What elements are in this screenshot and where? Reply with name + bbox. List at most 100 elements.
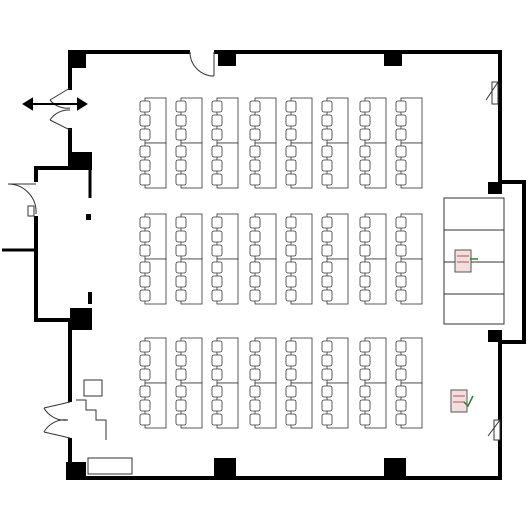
chair	[249, 289, 261, 302]
chair	[395, 413, 407, 426]
pillar	[70, 308, 92, 330]
chair	[211, 128, 223, 141]
pillar	[88, 292, 92, 304]
chair	[139, 173, 151, 186]
chair	[395, 216, 407, 229]
chair	[139, 244, 151, 257]
chair	[395, 145, 407, 158]
chair	[285, 354, 297, 367]
chair	[175, 173, 187, 186]
exit-arrow-icon	[22, 97, 88, 111]
chair	[249, 145, 261, 158]
chair	[175, 114, 187, 127]
chair	[249, 413, 261, 426]
door[interactable]	[7, 182, 38, 217]
chair	[321, 340, 333, 353]
chair	[175, 275, 187, 288]
chair	[175, 340, 187, 353]
doors	[7, 50, 501, 441]
chair	[321, 128, 333, 141]
chair	[359, 230, 371, 243]
chair	[249, 385, 261, 398]
podium	[454, 249, 478, 273]
chair	[395, 340, 407, 353]
chair	[175, 289, 187, 302]
chair	[395, 275, 407, 288]
chair	[359, 275, 371, 288]
chair	[285, 340, 297, 353]
chair	[175, 244, 187, 257]
chair	[359, 354, 371, 367]
chair	[359, 145, 371, 158]
chair	[249, 100, 261, 113]
podium	[450, 389, 474, 413]
pillar	[70, 152, 92, 170]
chair	[139, 216, 151, 229]
chair	[175, 368, 187, 381]
chair	[321, 261, 333, 274]
chair	[139, 230, 151, 243]
door[interactable]	[189, 50, 215, 77]
chair	[211, 145, 223, 158]
chair	[359, 385, 371, 398]
door[interactable]	[43, 400, 71, 440]
pillar	[66, 462, 86, 480]
chair	[211, 354, 223, 367]
chair	[175, 145, 187, 158]
chair	[211, 385, 223, 398]
pillar	[384, 458, 406, 478]
chair	[321, 216, 333, 229]
chair	[359, 100, 371, 113]
chair	[211, 261, 223, 274]
chair	[175, 413, 187, 426]
stairs	[76, 379, 133, 475]
chair	[285, 275, 297, 288]
chair	[395, 261, 407, 274]
chair	[211, 413, 223, 426]
chair	[175, 261, 187, 274]
door[interactable]	[485, 81, 499, 105]
door[interactable]	[49, 87, 71, 131]
chair	[285, 114, 297, 127]
chair	[321, 399, 333, 412]
chair	[359, 368, 371, 381]
chair	[395, 385, 407, 398]
chair	[285, 244, 297, 257]
chair	[395, 244, 407, 257]
door[interactable]	[487, 419, 501, 441]
chair	[285, 230, 297, 243]
chair	[211, 340, 223, 353]
chair	[211, 230, 223, 243]
chair	[249, 261, 261, 274]
chair	[321, 289, 333, 302]
chair	[175, 354, 187, 367]
chair	[395, 354, 407, 367]
chair	[175, 128, 187, 141]
chair	[285, 128, 297, 141]
chair	[175, 159, 187, 172]
chair	[249, 354, 261, 367]
seating-area	[139, 97, 423, 429]
chair	[249, 128, 261, 141]
chair	[321, 275, 333, 288]
chair	[285, 385, 297, 398]
chair	[211, 244, 223, 257]
chair	[249, 399, 261, 412]
chair	[359, 340, 371, 353]
chair	[175, 385, 187, 398]
chair	[359, 159, 371, 172]
chair	[321, 244, 333, 257]
chair	[211, 114, 223, 127]
chair	[211, 289, 223, 302]
chair	[359, 399, 371, 412]
chair	[285, 173, 297, 186]
chair	[395, 114, 407, 127]
pillar	[68, 50, 86, 68]
chair	[249, 340, 261, 353]
chair	[139, 413, 151, 426]
chair	[395, 159, 407, 172]
stage	[443, 197, 505, 325]
pillars	[66, 50, 502, 480]
chair	[395, 173, 407, 186]
